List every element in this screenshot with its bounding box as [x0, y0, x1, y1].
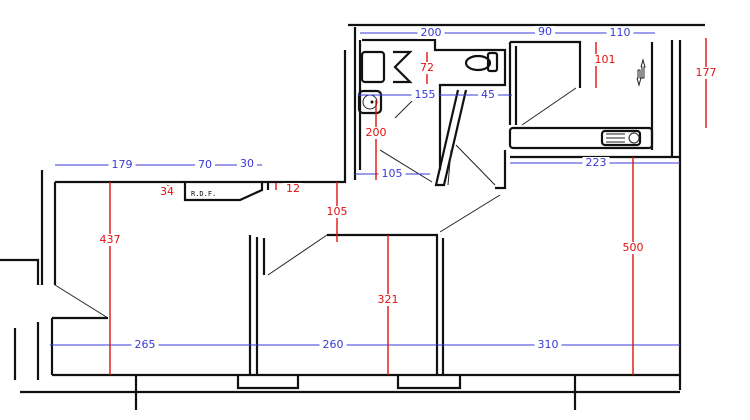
sink-icon [357, 89, 383, 115]
dimension-label: 500 [623, 241, 644, 254]
dimension-label-bg [534, 339, 562, 351]
dimension-label-bg [131, 339, 159, 351]
dimension-label-bg [319, 339, 347, 351]
dimension-label-bg [108, 159, 136, 171]
dimension-label-bg [96, 234, 124, 246]
dimension-label: 101 [595, 53, 616, 66]
dimension-label: 223 [586, 156, 607, 169]
dimension-label-bg [374, 294, 402, 306]
dimension-label: 12 [286, 182, 300, 195]
dimension-label: 70 [198, 158, 212, 171]
dimension-label-bg [195, 159, 215, 171]
dimension-label-bg [417, 27, 445, 39]
dimension-label-bg [591, 54, 619, 66]
walls [0, 23, 705, 410]
dimension-label: 260 [323, 338, 344, 351]
fixture-label: R.D.F. [191, 190, 216, 198]
dimension-label-bg [619, 242, 647, 254]
dimension-label: 200 [366, 126, 387, 139]
sliding-arrows-icon [636, 58, 646, 87]
dimension-label-bg [283, 183, 303, 195]
dimension-label: 179 [112, 158, 133, 171]
dimension-label-bg [535, 26, 555, 38]
dimension-label-bg [411, 89, 439, 101]
dimension-label-bg [606, 27, 634, 39]
dimension-label: 72 [420, 61, 434, 74]
dimension-label: 437 [100, 233, 121, 246]
dimension-label-bg [323, 206, 351, 218]
dimension-label: 90 [538, 25, 552, 38]
dimension-label: 45 [481, 88, 495, 101]
dimension-label-bg [582, 157, 610, 169]
dimension-label: 321 [378, 293, 399, 306]
toilet-icon [464, 51, 499, 73]
dimension-label: 265 [135, 338, 156, 351]
dimension-label: 155 [415, 88, 436, 101]
dimension-label: 105 [327, 205, 348, 218]
dimension-label: 105 [382, 167, 403, 180]
dimension-label: 30 [240, 157, 254, 170]
stove-icon [600, 129, 642, 147]
dimension-label: 110 [610, 26, 631, 39]
dimension-label-bg [237, 158, 257, 170]
dimension-label-bg [362, 127, 390, 139]
dimension-label: 310 [538, 338, 559, 351]
dimension-label-bg [378, 168, 406, 180]
fixtures: R.D.F. [191, 50, 646, 198]
dimension-label: 200 [421, 26, 442, 39]
dimension-label-bg [478, 89, 498, 101]
dimension-label: 177 [696, 66, 717, 79]
dimension-label: 34 [160, 185, 174, 198]
dimension-label-bg [692, 67, 720, 79]
dimension-label-bg [157, 186, 177, 198]
bathtub-icon [360, 50, 413, 84]
dimension-label-bg [417, 62, 437, 74]
dimensions: 200 90 110 155 45 223 105 179 70 30 265 260 310 72 101… [50, 25, 720, 375]
